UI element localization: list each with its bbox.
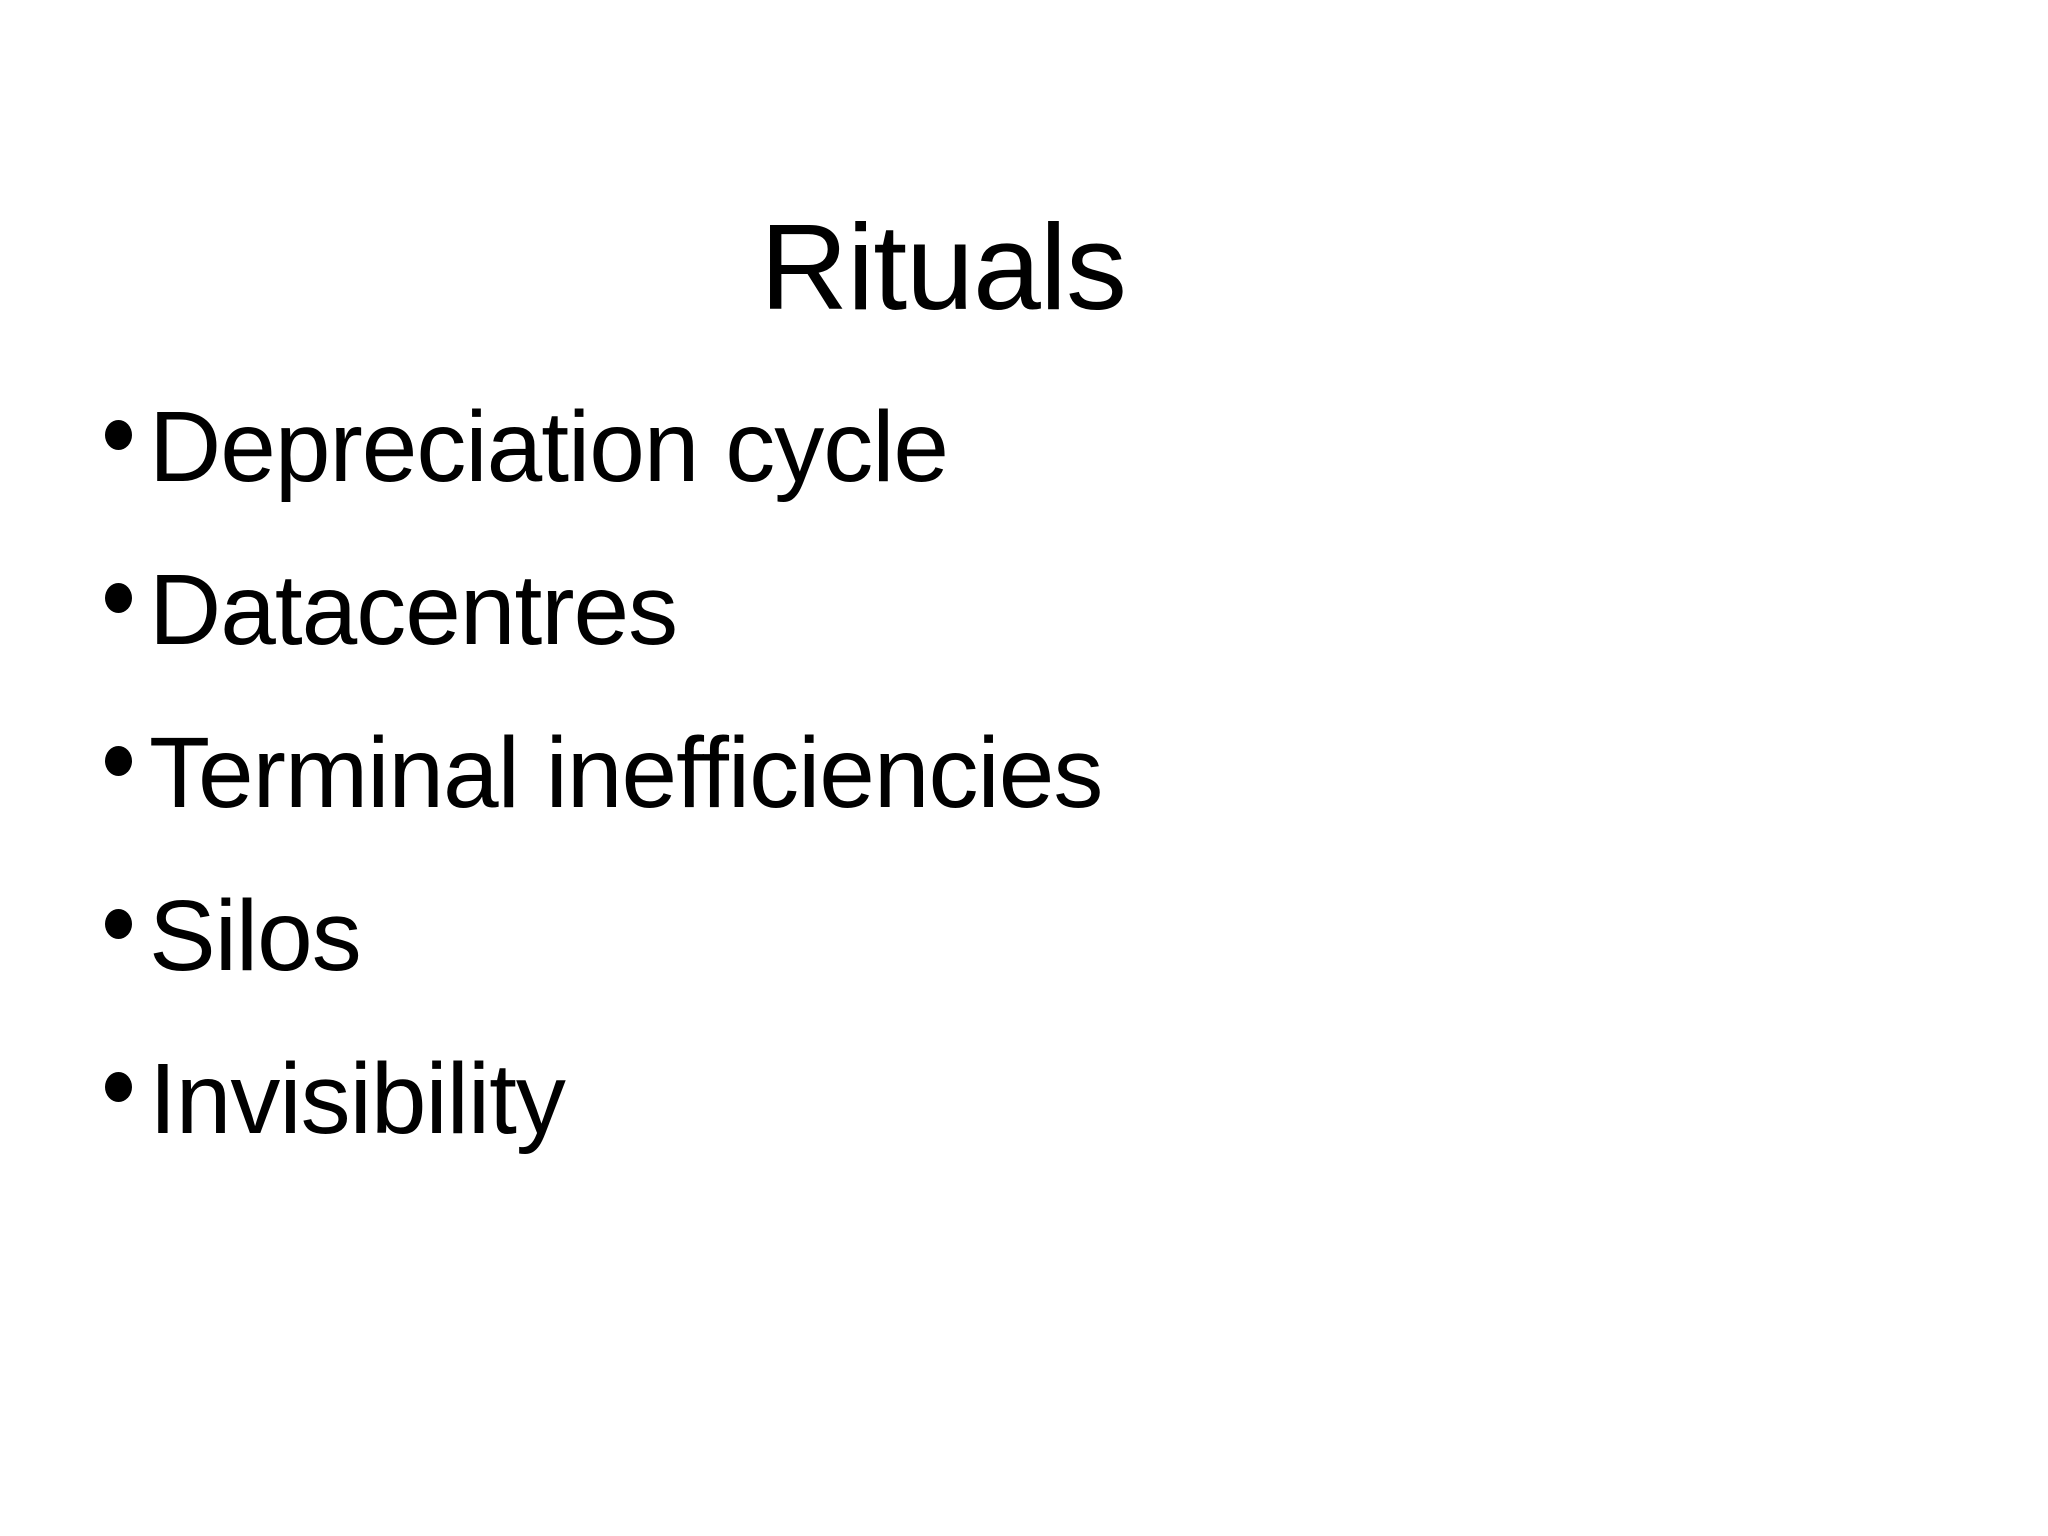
list-item: Terminal inefficiencies <box>105 716 1805 831</box>
list-item: Datacentres <box>105 553 1805 668</box>
slide-title: Rituals <box>760 198 1127 335</box>
bullet-text: Depreciation cycle <box>149 391 949 503</box>
bullet-text: Datacentres <box>149 554 678 666</box>
list-item: Silos <box>105 879 1805 994</box>
list-item: Depreciation cycle <box>105 390 1805 505</box>
bullet-text: Invisibility <box>149 1043 566 1155</box>
bullet-text: Terminal inefficiencies <box>149 717 1103 829</box>
bullet-icon <box>105 420 132 450</box>
list-item: Invisibility <box>105 1042 1805 1157</box>
bullet-icon <box>105 583 132 613</box>
bullet-icon <box>105 1072 132 1102</box>
bullet-text: Silos <box>149 880 362 992</box>
bullet-icon <box>105 909 132 939</box>
bullet-icon <box>105 746 132 776</box>
